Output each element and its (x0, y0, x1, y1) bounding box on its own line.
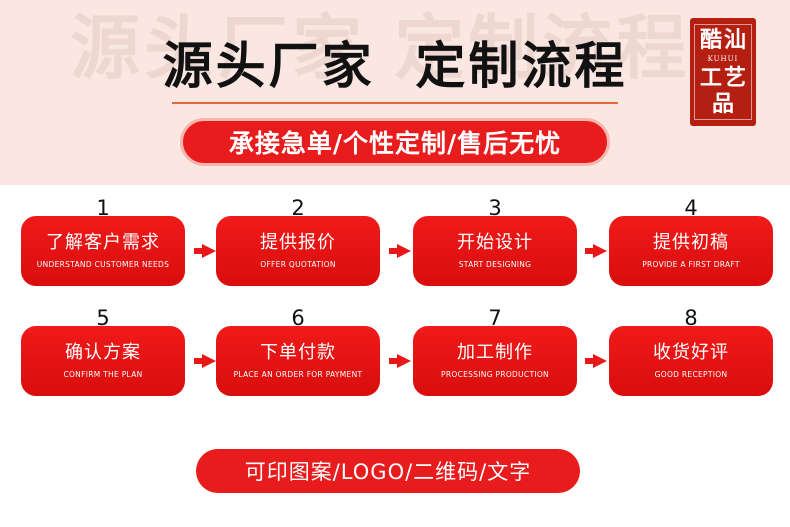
step-title: 下单付款 (260, 342, 336, 363)
step-number: 6 (291, 306, 305, 330)
brand-seal: 酷 汕 KUHUI 工 艺 品 (690, 18, 756, 126)
step-card-7: 加工制作 PROCESSING PRODUCTION (413, 326, 577, 396)
step-number: 8 (684, 306, 698, 330)
seal-romanization: KUHUI (707, 55, 739, 63)
step-subtitle: PLACE AN ORDER FOR PAYMENT (233, 370, 363, 379)
arrow-right-icon (585, 244, 607, 258)
step-card-2: 提供报价 OFFER QUOTATION (216, 216, 380, 286)
seal-char-3: 工 (699, 65, 722, 91)
step-card-3: 开始设计 START DESIGNING (413, 216, 577, 286)
step-title: 开始设计 (457, 232, 533, 253)
step-title: 提供初稿 (653, 232, 729, 253)
step-subtitle: GOOD RECEPTION (654, 370, 728, 379)
step-card-5: 确认方案 CONFIRM THE PLAN (21, 326, 185, 396)
step-subtitle: UNDERSTAND CUSTOMER NEEDS (36, 260, 170, 269)
title-underline (172, 102, 618, 104)
step-number: 3 (488, 196, 502, 220)
step-card-6: 下单付款 PLACE AN ORDER FOR PAYMENT (216, 326, 380, 396)
step-subtitle: OFFER QUOTATION (260, 260, 336, 269)
step-card-8: 收货好评 GOOD RECEPTION (609, 326, 773, 396)
seal-char-4: 艺 (724, 65, 747, 91)
step-title: 提供报价 (260, 232, 336, 253)
step-title: 加工制作 (457, 342, 533, 363)
arrow-right-icon (194, 354, 216, 368)
watermark-text: 源头厂家 定制流程 (70, 7, 691, 89)
header-band: 源头厂家 定制流程 源头厂家 定制流程 酷 汕 KUHUI 工 艺 品 承接急单… (0, 0, 790, 185)
step-subtitle: START DESIGNING (458, 260, 532, 269)
step-number: 1 (96, 196, 110, 220)
printable-content-banner: 可印图案/LOGO/二维码/文字 (196, 449, 580, 493)
step-title: 确认方案 (65, 342, 141, 363)
step-number: 4 (684, 196, 698, 220)
step-number: 5 (96, 306, 110, 330)
step-number: 2 (291, 196, 305, 220)
seal-char-5: 品 (711, 91, 734, 117)
step-title: 收货好评 (653, 342, 729, 363)
step-number: 7 (488, 306, 502, 330)
step-title: 了解客户需求 (46, 232, 160, 253)
arrow-right-icon (389, 244, 411, 258)
step-subtitle: CONFIRM THE PLAN (63, 370, 143, 379)
arrow-right-icon (585, 354, 607, 368)
page-title: 源头厂家 定制流程 (162, 37, 628, 95)
step-subtitle: PROVIDE A FIRST DRAFT (642, 260, 740, 269)
arrow-right-icon (389, 354, 411, 368)
step-subtitle: PROCESSING PRODUCTION (441, 370, 549, 379)
step-card-1: 了解客户需求 UNDERSTAND CUSTOMER NEEDS (21, 216, 185, 286)
step-card-4: 提供初稿 PROVIDE A FIRST DRAFT (609, 216, 773, 286)
seal-char-2: 汕 (724, 27, 747, 53)
seal-char-1: 酷 (699, 27, 722, 53)
arrow-right-icon (194, 244, 216, 258)
subtitle-banner: 承接急单/个性定制/售后无忧 (180, 118, 610, 166)
